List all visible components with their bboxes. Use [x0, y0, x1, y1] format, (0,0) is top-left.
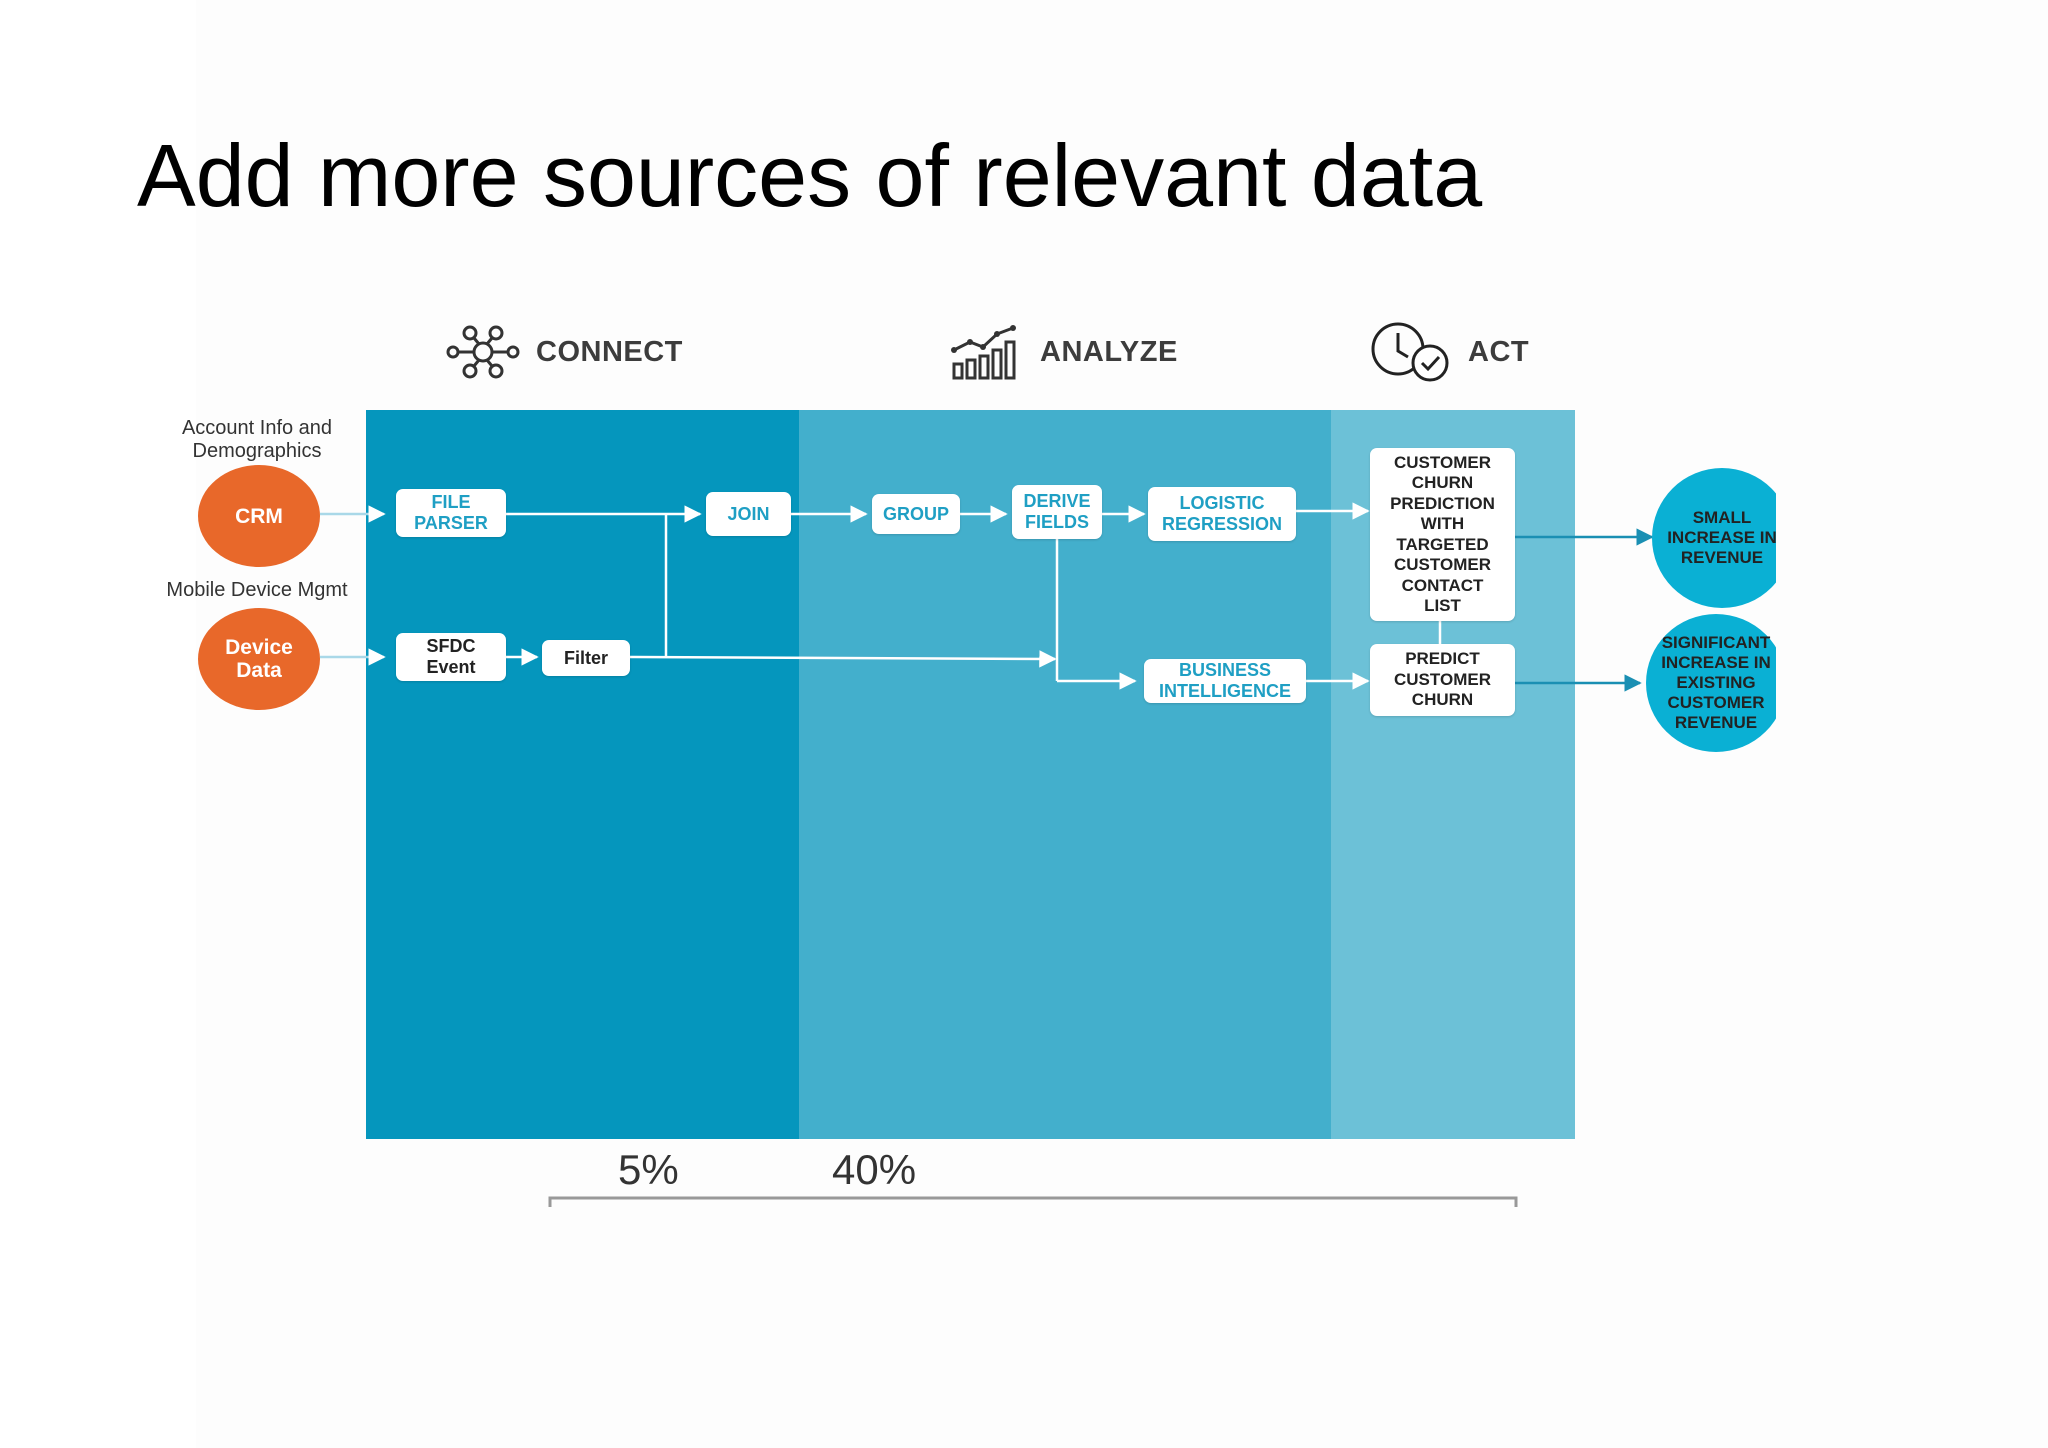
step-file-parser: FILE PARSER: [396, 489, 506, 537]
step-join: JOIN: [706, 492, 791, 536]
crm-caption: Account Info and Demographics: [181, 417, 333, 462]
outcome-significant-increase-label: SIGNIFICANT INCREASE IN EXISTING CUSTOME…: [1661, 633, 1771, 732]
source-crm-label: CRM: [235, 504, 283, 528]
act-predict-customer-churn-label: PREDICT CUSTOMER CHURN: [1394, 649, 1491, 710]
step-derive-fields-label: DERIVE FIELDS: [1023, 491, 1091, 532]
step-group-label: GROUP: [882, 503, 949, 524]
outcomes-area: SMALL INCREASE IN REVENUE SIGNIFICANT IN…: [1640, 440, 1776, 780]
act-customer-churn-prediction-label: CUSTOMER CHURN PREDICTION WITH TARGETED …: [1390, 452, 1495, 616]
step-business-intelligence: BUSINESS INTELLIGENCE: [1144, 659, 1306, 703]
step-filter: Filter: [542, 640, 630, 676]
step-group: GROUP: [872, 494, 960, 534]
stage-label-analyze: ANALYZE: [1040, 335, 1178, 368]
stage-header-act: ACT: [1368, 322, 1529, 382]
source-device-data: Device Data: [198, 608, 320, 710]
bar-chart-trend-icon: [951, 325, 1016, 380]
stage-label-act: ACT: [1468, 335, 1530, 368]
outcome-small-increase-label: SMALL INCREASE IN REVENUE: [1667, 508, 1776, 567]
step-sfdc-event: SFDC Event: [396, 633, 506, 681]
source-crm: CRM: [198, 465, 320, 567]
step-business-intelligence-label: BUSINESS INTELLIGENCE: [1158, 660, 1291, 701]
range-bracket: [548, 1196, 1518, 1207]
network-nodes-icon: [446, 325, 520, 379]
arrow-filter-to-analyze: [629, 650, 1057, 668]
act-predict-customer-churn: PREDICT CUSTOMER CHURN: [1370, 644, 1515, 716]
outcome-small-increase: SMALL INCREASE IN REVENUE: [1652, 468, 1776, 608]
stage-label-connect: CONNECT: [536, 335, 683, 368]
outcome-significant-increase: SIGNIFICANT INCREASE IN EXISTING CUSTOME…: [1646, 614, 1776, 752]
step-logistic-regression: LOGISTIC REGRESSION: [1148, 487, 1296, 541]
percentage-first: 5%: [618, 1146, 679, 1193]
act-customer-churn-prediction: CUSTOMER CHURN PREDICTION WITH TARGETED …: [1370, 448, 1515, 621]
step-logistic-regression-label: LOGISTIC REGRESSION: [1161, 493, 1283, 534]
step-file-parser-label: FILE PARSER: [414, 492, 488, 533]
slide-title: Add more sources of relevant data: [137, 126, 1483, 225]
step-filter-label: Filter: [563, 647, 608, 668]
device-caption: Mobile Device Mgmt: [166, 579, 348, 601]
source-device-label: Device Data: [225, 636, 293, 682]
clock-check-icon: [1371, 322, 1449, 382]
step-join-label: JOIN: [727, 503, 770, 524]
step-derive-fields: DERIVE FIELDS: [1012, 485, 1102, 539]
percentage-second: 40%: [832, 1146, 917, 1193]
stage-header-analyze: ANALYZE: [950, 322, 1178, 382]
stage-header-connect: CONNECT: [446, 322, 683, 382]
step-sfdc-event-label: SFDC Event: [426, 636, 476, 677]
